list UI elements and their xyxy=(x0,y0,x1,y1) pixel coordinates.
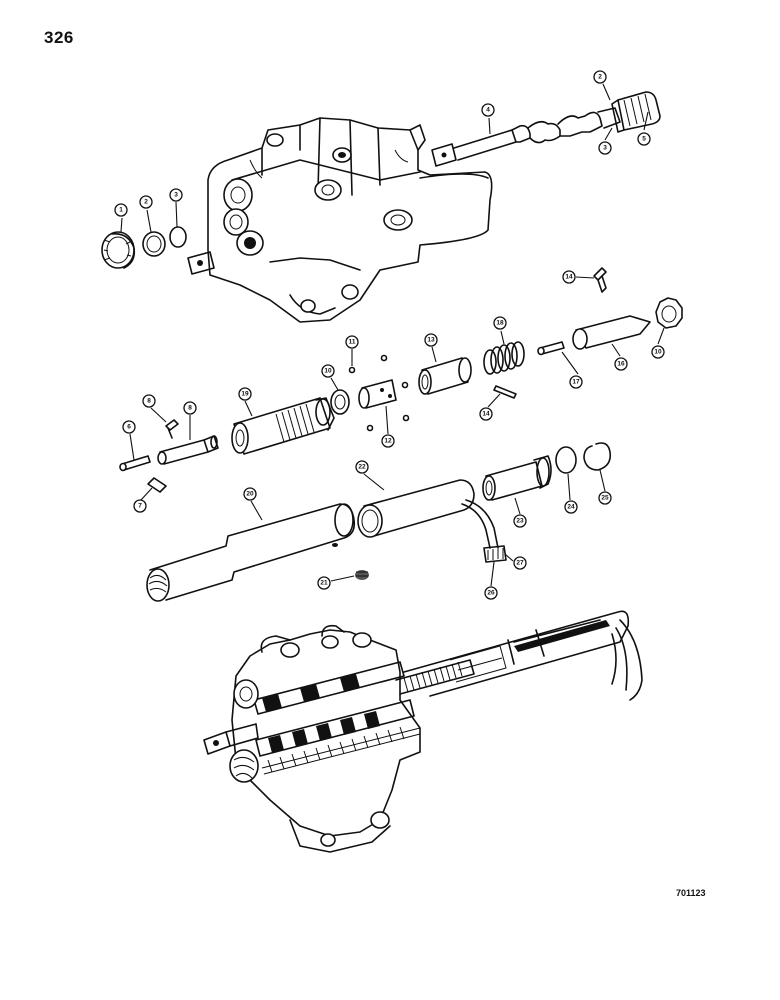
svg-text:24: 24 xyxy=(567,504,575,511)
svg-text:17: 17 xyxy=(572,379,580,386)
callout-26: 26 xyxy=(484,586,498,600)
svg-text:8: 8 xyxy=(147,398,151,405)
callout-16: 16 xyxy=(614,357,628,371)
callout-2b: 2 xyxy=(593,70,607,84)
svg-text:1: 1 xyxy=(119,207,123,214)
svg-text:6: 6 xyxy=(127,424,131,431)
svg-text:19: 19 xyxy=(241,391,249,398)
seal-parts-top xyxy=(101,226,187,269)
callout-14b: 14 xyxy=(479,407,493,421)
svg-text:5: 5 xyxy=(642,136,646,143)
svg-text:16: 16 xyxy=(617,361,625,368)
middle-parts xyxy=(119,267,683,493)
callout-6: 6 xyxy=(122,420,136,434)
spool-assembly-top xyxy=(431,91,661,167)
callout-11: 11 xyxy=(345,335,359,349)
callout-22: 22 xyxy=(355,460,369,474)
svg-text:18: 18 xyxy=(496,320,504,327)
svg-text:27: 27 xyxy=(516,560,524,567)
callout-8: 8 xyxy=(142,394,156,408)
callout-10b: 10 xyxy=(321,364,335,378)
callout-19: 19 xyxy=(238,387,252,401)
callout-list: 1 2 3 4 2 3 5 14 10 18 13 11 10 16 17 19… xyxy=(114,70,665,600)
figure-id: 701123 xyxy=(676,888,706,898)
callout-3b: 3 xyxy=(598,141,612,155)
callout-21: 21 xyxy=(317,576,331,590)
svg-text:4: 4 xyxy=(486,107,490,114)
leader-lines xyxy=(120,83,665,587)
assembled-cutaway xyxy=(203,610,643,853)
callout-8b: 8 xyxy=(183,401,197,415)
callout-1: 1 xyxy=(114,203,128,217)
callout-18: 18 xyxy=(493,316,507,330)
callout-5: 5 xyxy=(637,132,651,146)
svg-text:10: 10 xyxy=(324,368,332,375)
callout-17: 17 xyxy=(569,375,583,389)
svg-text:22: 22 xyxy=(358,464,366,471)
svg-text:12: 12 xyxy=(384,438,392,445)
callout-14: 14 xyxy=(562,270,576,284)
svg-text:3: 3 xyxy=(174,192,178,199)
svg-text:2: 2 xyxy=(144,199,148,206)
callout-27: 27 xyxy=(513,556,527,570)
callout-7: 7 xyxy=(133,499,147,513)
callout-24: 24 xyxy=(564,500,578,514)
page-number: 326 xyxy=(44,28,74,47)
svg-text:21: 21 xyxy=(320,580,328,587)
callout-20: 20 xyxy=(243,487,257,501)
svg-text:23: 23 xyxy=(516,518,524,525)
svg-text:2: 2 xyxy=(598,74,602,81)
callout-10: 10 xyxy=(651,345,665,359)
callout-13: 13 xyxy=(424,333,438,347)
svg-text:10: 10 xyxy=(654,349,662,356)
svg-text:20: 20 xyxy=(246,491,254,498)
tube-parts xyxy=(146,442,612,602)
svg-text:25: 25 xyxy=(601,495,609,502)
callout-4: 4 xyxy=(481,103,495,117)
callout-3: 3 xyxy=(169,188,183,202)
svg-text:3: 3 xyxy=(603,145,607,152)
svg-text:13: 13 xyxy=(427,337,435,344)
svg-text:7: 7 xyxy=(138,503,142,510)
svg-text:26: 26 xyxy=(487,590,495,597)
svg-text:11: 11 xyxy=(349,339,356,346)
svg-text:14: 14 xyxy=(482,411,490,418)
valve-body xyxy=(187,117,493,323)
svg-text:8: 8 xyxy=(188,405,192,412)
callout-12: 12 xyxy=(381,434,395,448)
callout-2: 2 xyxy=(139,195,153,209)
callout-25: 25 xyxy=(598,491,612,505)
svg-text:14: 14 xyxy=(565,274,573,281)
callout-23: 23 xyxy=(513,514,527,528)
